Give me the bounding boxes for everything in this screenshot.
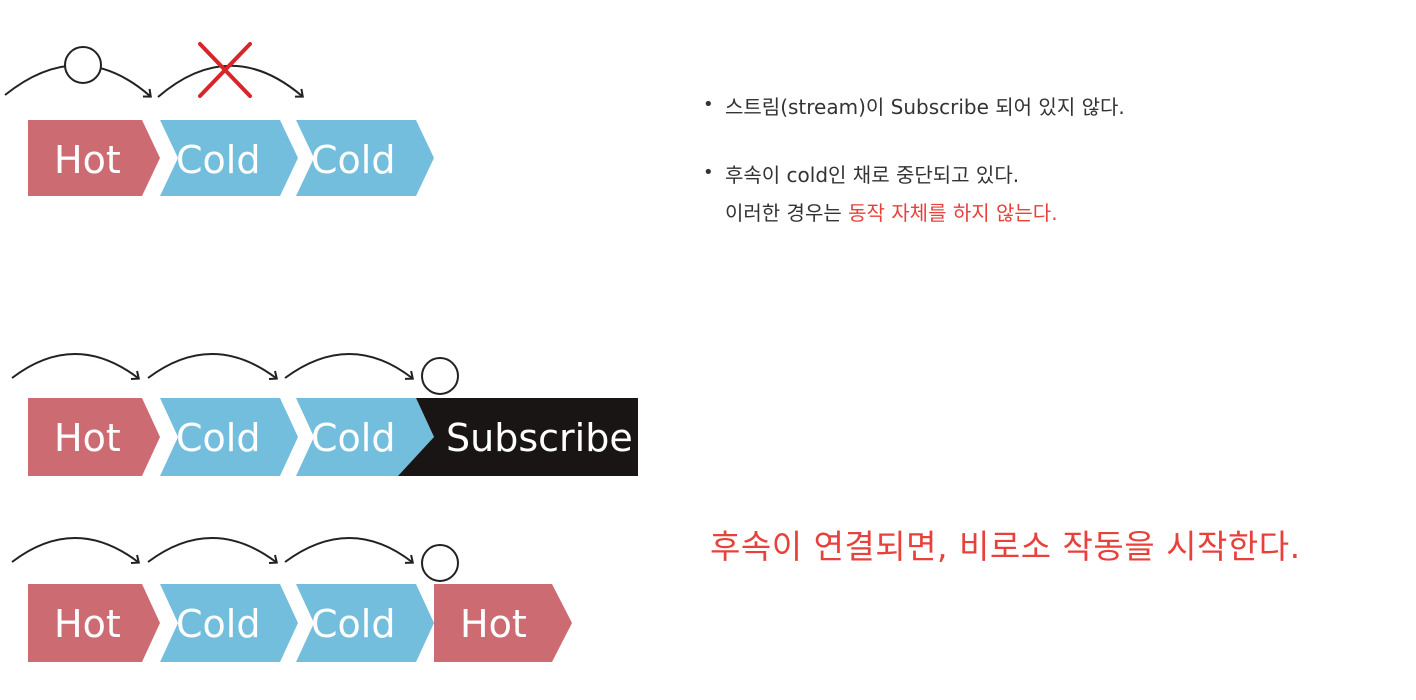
chip-label: Cold (311, 138, 395, 182)
chip-cold (296, 120, 434, 196)
stream-diagram: Hot Cold Cold Hot Cold Cold Subscribe Ho (4, 42, 638, 662)
chip-cold (160, 584, 298, 662)
arc-arrow (284, 353, 415, 380)
chip-hot (28, 398, 160, 476)
row2-chips: Hot Cold Cold Subscribe (28, 398, 638, 476)
chip-label: Hot (54, 416, 121, 460)
chip-label: Hot (460, 602, 527, 646)
chip-label: Cold (311, 602, 395, 646)
row2-arrows (11, 353, 459, 395)
chip-label: Cold (176, 138, 260, 182)
arc-arrow (157, 64, 304, 98)
chip-cold (160, 398, 298, 476)
row3-chips: Hot Cold Cold Hot (28, 584, 572, 662)
conclusion-text: 후속이 연결되면, 비로소 작동을 시작한다. (710, 527, 1301, 566)
arc-arrow (11, 353, 141, 380)
arc-arrow (284, 537, 415, 564)
arc-arrow (11, 537, 141, 564)
connected-circle-icon (421, 357, 459, 395)
chip-label: Cold (311, 416, 395, 460)
chip-label: Cold (176, 602, 260, 646)
note-bullet-1: 스트림(stream)이 Subscribe 되어 있지 않다. (725, 95, 1125, 119)
note-highlight: 동작 자체를 하지 않는다. (848, 201, 1058, 225)
chip-cold (296, 584, 434, 662)
chip-hot (434, 584, 572, 662)
chip-hot (28, 120, 160, 196)
chip-label: Cold (176, 416, 260, 460)
blocked-cross-icon (198, 42, 252, 98)
note-bullet-2-line-2: 이러한 경우는 동작 자체를 하지 않는다. (725, 198, 1058, 228)
bullet-dot: • (703, 162, 714, 183)
chip-hot (28, 584, 160, 662)
row3-arrows (11, 537, 459, 582)
chip-label: Hot (54, 602, 121, 646)
note-line-prefix: 이러한 경우는 (725, 201, 849, 225)
chip-label: Hot (54, 138, 121, 182)
bullet-dot: • (703, 94, 714, 115)
connected-circle-icon (421, 544, 459, 582)
connected-circle-icon (64, 46, 102, 84)
row1-chips: Hot Cold Cold (28, 120, 434, 196)
chip-subscribe (398, 398, 638, 476)
arc-arrow (147, 353, 279, 381)
chip-cold (160, 120, 298, 196)
chip-label: Subscribe (446, 416, 633, 460)
row1-arrows (4, 42, 304, 98)
chip-cold (296, 398, 434, 476)
note-bullet-2-line-1: 후속이 cold인 채로 중단되고 있다. (725, 163, 1020, 187)
arc-arrow (147, 537, 279, 565)
